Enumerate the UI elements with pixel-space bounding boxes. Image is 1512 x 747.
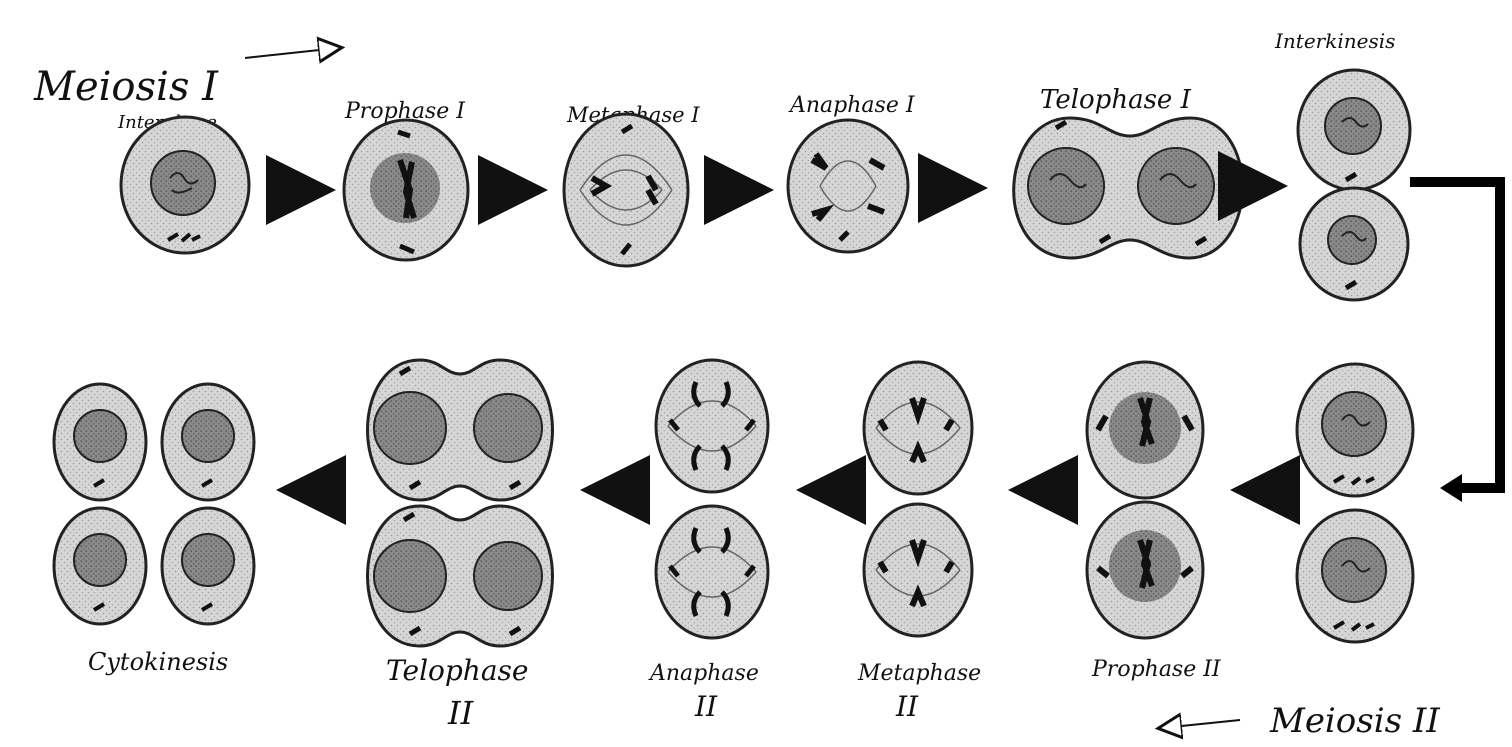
cell-anaphase-ii-top (656, 360, 768, 492)
cell-telophase-i (1014, 118, 1243, 258)
stage-label-interkinesis: Interkinesis (1274, 29, 1395, 53)
cell-metaphase-ii-top (864, 362, 972, 494)
stage-label-telophase-ii-numeral: II (447, 694, 475, 732)
cell-anaphase-i (788, 120, 908, 252)
cell-prophase-ii-bottom (1087, 502, 1203, 638)
cell-cytokinesis-1 (54, 384, 146, 500)
stage-label-metaphase-ii: Metaphase (857, 661, 981, 686)
meiosis-two-title: Meiosis II (1269, 701, 1440, 741)
cell-metaphase-ii-bottom (864, 504, 972, 636)
cell-cytokinesis-2 (162, 384, 254, 500)
cell-anaphase-ii-bottom (656, 506, 768, 638)
cell-interkinesis-top (1298, 70, 1410, 190)
cell-prophase-i (344, 120, 468, 260)
cell-metaphase-i (564, 114, 688, 266)
cell-interkinesis-bottom (1300, 188, 1408, 300)
stage-label-anaphase-ii: Anaphase (648, 661, 759, 686)
meiosis-two-direction-arrow (1162, 720, 1240, 728)
meiosis-one-title: Meiosis I (33, 64, 219, 110)
stage-label-cytokinesis: Cytokinesis (88, 648, 228, 676)
stage-label-prophase-ii: Prophase II (1091, 657, 1222, 682)
cell-cytokinesis-3 (54, 508, 146, 624)
stage-label-metaphase-ii-numeral: II (895, 690, 919, 723)
stage-label-anaphase-i: Anaphase I (788, 93, 916, 118)
cell-telophase-ii-bottom (368, 506, 553, 646)
cell-cytokinesis-4 (162, 508, 254, 624)
cell-meiosis-ii-bottom (1297, 510, 1413, 642)
cell-meiosis-ii-top (1297, 364, 1413, 496)
stage-label-anaphase-ii-numeral: II (694, 690, 718, 723)
cell-telophase-ii-top (368, 360, 553, 500)
cell-prophase-ii-top (1087, 362, 1203, 498)
stage-label-telophase-ii: Telophase (386, 654, 528, 687)
connector-arrowhead (1440, 474, 1462, 502)
meiosis-one-direction-arrow (245, 48, 338, 58)
cell-interphase (121, 117, 249, 253)
stage-label-telophase-i: Telophase I (1040, 85, 1192, 115)
connector-bracket (1410, 182, 1500, 488)
